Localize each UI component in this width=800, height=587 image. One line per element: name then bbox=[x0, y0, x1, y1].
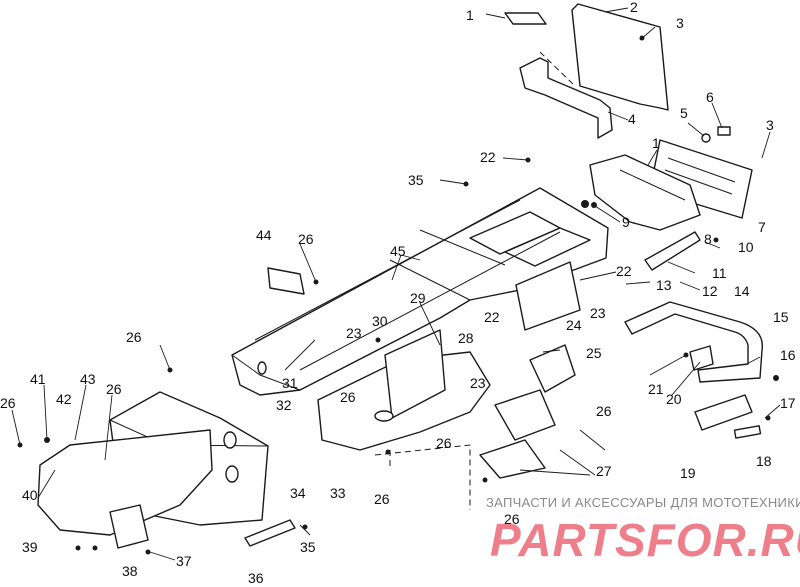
part-mount-27a bbox=[494, 389, 556, 441]
part-bar-11 bbox=[644, 231, 701, 271]
callout-43: 43 bbox=[80, 371, 96, 387]
part-strip-1 bbox=[504, 12, 547, 25]
callout-22-c: 22 bbox=[484, 309, 500, 325]
callout-6: 6 bbox=[706, 89, 714, 105]
callout-36: 36 bbox=[248, 570, 264, 586]
callout-22-b: 22 bbox=[616, 263, 632, 279]
callout-40: 40 bbox=[22, 487, 38, 503]
callout-8: 8 bbox=[704, 231, 712, 247]
watermark-tagline: ЗАПЧАСТИ И АКСЕССУАРЫ ДЛЯ МОТОТЕХНИКИ bbox=[486, 495, 800, 510]
part-tunnel-opening-rear bbox=[504, 227, 591, 267]
callout-45: 45 bbox=[390, 243, 406, 259]
callout-32: 32 bbox=[276, 397, 292, 413]
callout-7: 7 bbox=[758, 219, 766, 235]
callout-31: 31 bbox=[282, 375, 298, 391]
callout-30: 30 bbox=[372, 313, 388, 329]
watermark-logo: PARTSFOR.RU bbox=[490, 514, 800, 566]
callout-44: 44 bbox=[256, 227, 272, 243]
part-flap bbox=[571, 3, 669, 111]
callout-29: 29 bbox=[410, 290, 426, 306]
callout-20: 20 bbox=[666, 391, 682, 407]
callout-26-c: 26 bbox=[106, 381, 122, 397]
callout-4: 4 bbox=[628, 111, 636, 127]
part-plate-38 bbox=[109, 504, 149, 549]
callout-1-b: 1 bbox=[652, 135, 660, 151]
callout-41: 41 bbox=[30, 371, 46, 387]
part-mount-27b bbox=[479, 439, 546, 479]
callout-26-b: 26 bbox=[126, 329, 142, 345]
callout-3: 3 bbox=[676, 15, 684, 31]
callout-35-b: 35 bbox=[300, 539, 316, 555]
callout-12: 12 bbox=[702, 283, 718, 299]
callout-17: 17 bbox=[780, 395, 796, 411]
callout-28: 28 bbox=[458, 330, 474, 346]
part-side-panel-23 bbox=[384, 329, 446, 419]
callout-35: 35 bbox=[408, 172, 424, 188]
callout-14: 14 bbox=[734, 283, 750, 299]
callout-24: 24 bbox=[566, 317, 582, 333]
part-strap-18 bbox=[733, 425, 762, 439]
part-strap-19 bbox=[694, 394, 753, 431]
callout-18: 18 bbox=[756, 453, 772, 469]
callout-10: 10 bbox=[738, 239, 754, 255]
callout-26-g: 26 bbox=[436, 435, 452, 451]
callout-16: 16 bbox=[780, 347, 796, 363]
callout-1: 1 bbox=[466, 7, 474, 23]
callout-26-h: 26 bbox=[374, 491, 390, 507]
callout-25: 25 bbox=[586, 345, 602, 361]
part-bracket-4 bbox=[519, 57, 613, 139]
callout-37: 37 bbox=[176, 553, 192, 569]
part-bracket-20 bbox=[689, 345, 714, 371]
callout-27: 27 bbox=[596, 463, 612, 479]
callout-3-b: 3 bbox=[766, 117, 774, 133]
callout-5: 5 bbox=[680, 105, 688, 121]
part-plate-44 bbox=[267, 267, 305, 295]
part-bolt-6 bbox=[717, 126, 731, 136]
part-side-plate-24 bbox=[515, 261, 581, 331]
part-bracket-8 bbox=[589, 154, 701, 231]
callout-26-f: 26 bbox=[596, 403, 612, 419]
part-strut-40 bbox=[37, 429, 213, 536]
callout-38: 38 bbox=[122, 563, 138, 579]
callout-42: 42 bbox=[56, 391, 72, 407]
callout-19: 19 bbox=[680, 465, 696, 481]
part-chassis-hole-a bbox=[223, 431, 237, 449]
callout-26-i: 26 bbox=[504, 511, 520, 527]
callout-26: 26 bbox=[298, 231, 314, 247]
callout-21: 21 bbox=[648, 381, 664, 397]
part-chassis-hole-b bbox=[225, 465, 239, 483]
callout-9: 9 bbox=[622, 214, 630, 230]
callout-23-b: 23 bbox=[346, 325, 362, 341]
fastener-dots bbox=[17, 35, 779, 555]
callout-2: 2 bbox=[630, 0, 638, 15]
callout-22: 22 bbox=[480, 149, 496, 165]
callout-13: 13 bbox=[656, 277, 672, 293]
callout-39: 39 bbox=[22, 539, 38, 555]
line-art bbox=[37, 3, 764, 549]
part-rail-36 bbox=[244, 519, 296, 547]
callout-23: 23 bbox=[590, 305, 606, 321]
part-bumper-15 bbox=[624, 301, 764, 383]
part-panel-hole bbox=[374, 410, 394, 422]
callout-34: 34 bbox=[290, 485, 306, 501]
callout-11: 11 bbox=[712, 265, 727, 281]
callout-26-d: 26 bbox=[340, 389, 356, 405]
callout-26-e: 26 bbox=[0, 395, 16, 411]
part-mount-25 bbox=[529, 344, 576, 393]
callout-23-c: 23 bbox=[470, 375, 486, 391]
callout-15: 15 bbox=[773, 309, 789, 325]
part-tunnel-hole bbox=[257, 361, 267, 375]
watermark: ЗАПЧАСТИ И АКСЕССУАРЫ ДЛЯ МОТОТЕХНИКИ PA… bbox=[486, 495, 800, 566]
callout-33: 33 bbox=[330, 485, 346, 501]
